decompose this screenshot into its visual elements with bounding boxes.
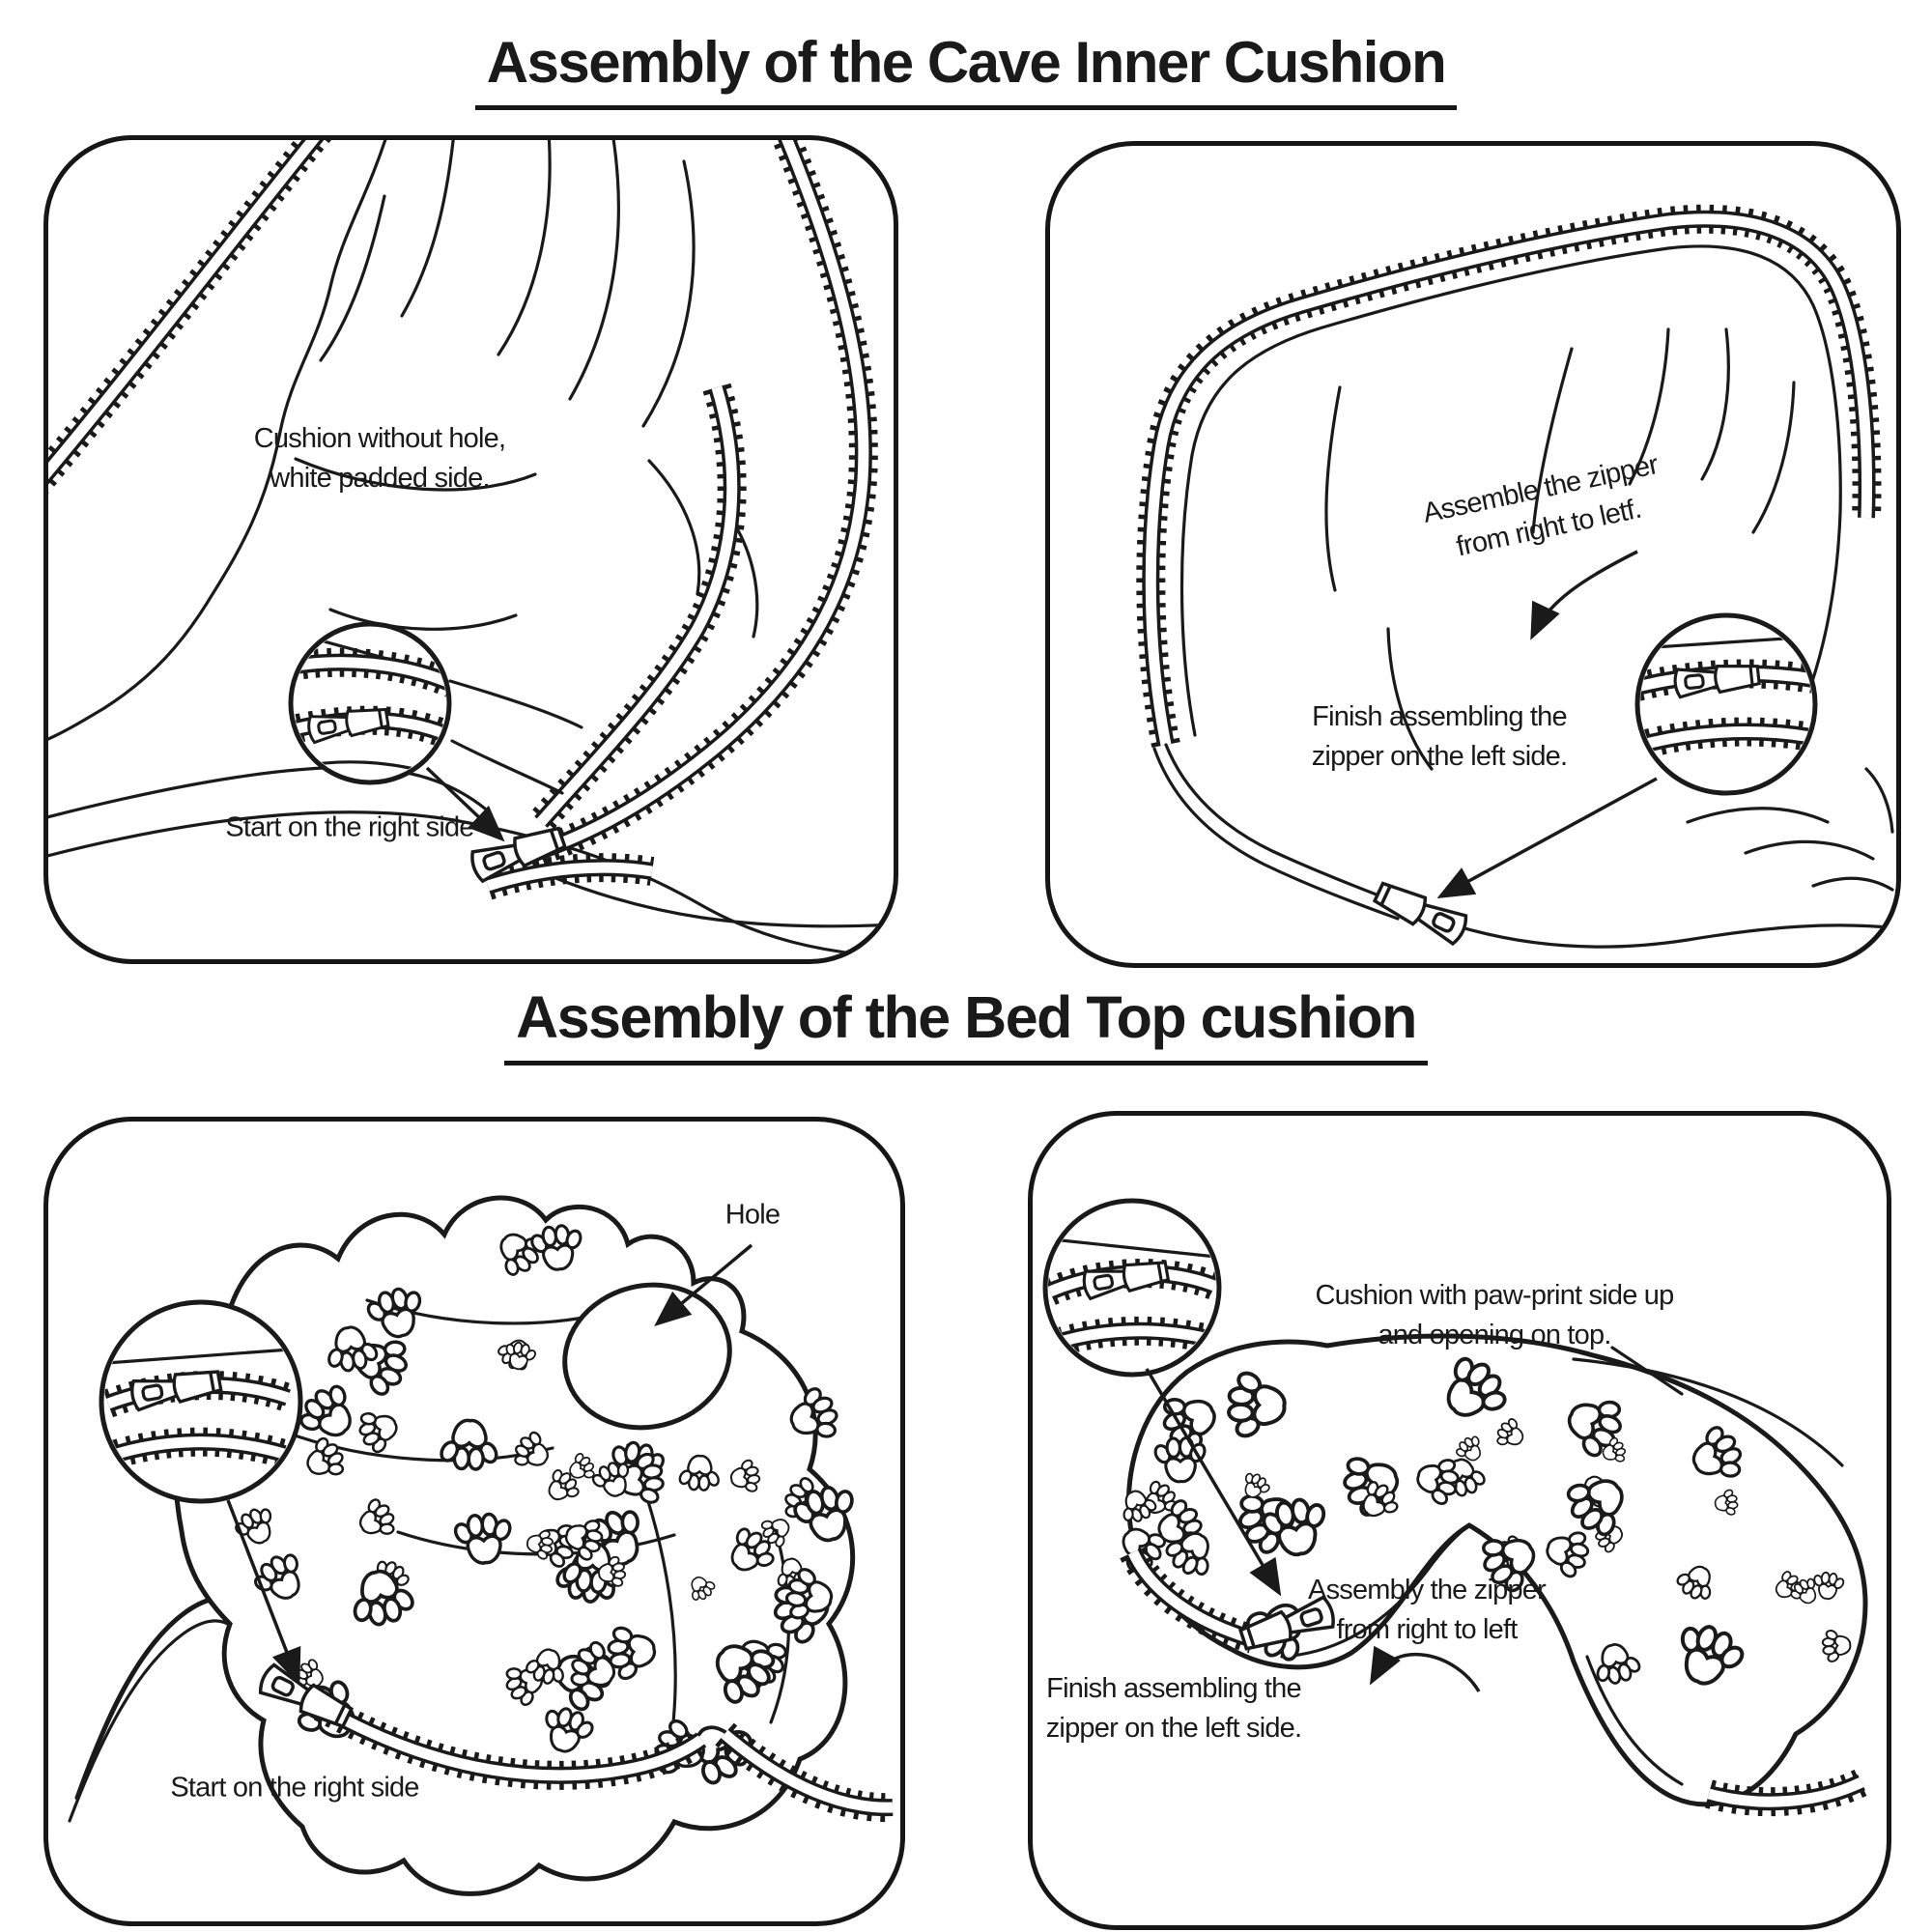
cave-left-caption: Cushion without hole, white padded side.	[254, 419, 506, 498]
bed-right-finish-line1: Finish assembling the	[1046, 1673, 1301, 1704]
section-title-cave: Assembly of the Cave Inner Cushion	[0, 29, 1932, 110]
cave-right-finish-caption: Finish assembling the zipper on the left…	[1312, 697, 1568, 777]
corner-zipper-band	[48, 140, 331, 495]
bed-left-hole-label: Hole	[724, 1199, 781, 1231]
section-title-bed: Assembly of the Bed Top cushion	[0, 983, 1932, 1065]
magnifier-detail	[1640, 635, 1812, 761]
section-title-cave-text: Assembly of the Cave Inner Cushion	[474, 29, 1458, 110]
bottom-right-zipper-band	[715, 1722, 894, 1823]
main-zipper-band	[483, 140, 878, 900]
pointer-arrow	[226, 1499, 301, 1686]
cave-left-caption-line1: Cushion without hole,	[253, 423, 506, 454]
panel-bed-step1: Hole Start on the right side	[43, 1117, 905, 1926]
wrinkle-leader	[450, 739, 564, 795]
cushion-wrinkles	[1280, 1346, 1844, 1786]
bed-left-start-label: Start on the right side	[170, 1772, 419, 1804]
magnifier-detail	[294, 633, 446, 777]
panel-cave-step2: Assemble the zipper from right to letf. …	[1045, 141, 1901, 968]
bed-step2-illustration	[1042, 1198, 1868, 1817]
cave-left-caption-line2: white padded side.	[270, 463, 490, 494]
bed-step1-illustration	[68, 1195, 894, 1896]
panel-cave-step1: Cushion without hole, white padded side.…	[43, 135, 898, 964]
bed-right-finish-caption: Finish assembling the zipper on the left…	[1046, 1669, 1302, 1748]
bed-right-assemble-line2: from right to left	[1336, 1614, 1518, 1645]
magnifier-detail	[104, 1348, 293, 1472]
direction-curved-arrow	[1369, 1645, 1481, 1692]
bed-right-assemble-caption: Assembly the zipper from right to left	[1308, 1571, 1547, 1650]
edge-zipper-band	[1136, 204, 1882, 748]
cave-step1-illustration	[48, 140, 894, 959]
wrinkle-leader	[448, 679, 583, 729]
cushion-outline	[1125, 1333, 1868, 1807]
bed-right-caption-line1: Cushion with paw-print side up	[1315, 1280, 1675, 1311]
cave-step2-illustration	[1136, 204, 1896, 949]
bed-right-assemble-line1: Assembly the zipper	[1308, 1575, 1547, 1605]
hole-pointer-arrow	[654, 1243, 753, 1327]
panel-bed-step2: Cushion with paw-print side up and openi…	[1028, 1111, 1891, 1930]
bottom-left-zipper-band	[313, 1693, 710, 1790]
magnifier-circle	[1634, 612, 1818, 796]
pointer-arrow	[1436, 777, 1658, 899]
direction-curved-arrow	[1530, 550, 1638, 640]
bed-right-finish-line2: zipper on the left side.	[1045, 1713, 1302, 1744]
cave-right-finish-line1: Finish assembling the	[1312, 701, 1567, 732]
bottom-left-zipper-band	[1120, 1546, 1258, 1654]
pointer-arrow	[1145, 1368, 1282, 1597]
bottom-right-zipper-band	[1705, 1769, 1868, 1817]
pointer-arrow	[425, 766, 505, 842]
bed-right-caption-line2: and opening on top.	[1378, 1320, 1611, 1350]
cave-right-finish-line2: zipper on the left side.	[1311, 741, 1568, 772]
cushion-wrinkles	[1152, 244, 1896, 949]
magnifier-circle	[288, 621, 452, 785]
bed-right-caption: Cushion with paw-print side up and openi…	[1315, 1276, 1675, 1355]
section-title-bed-text: Assembly of the Bed Top cushion	[504, 983, 1428, 1065]
cave-left-start-label: Start on the right side	[225, 811, 474, 843]
